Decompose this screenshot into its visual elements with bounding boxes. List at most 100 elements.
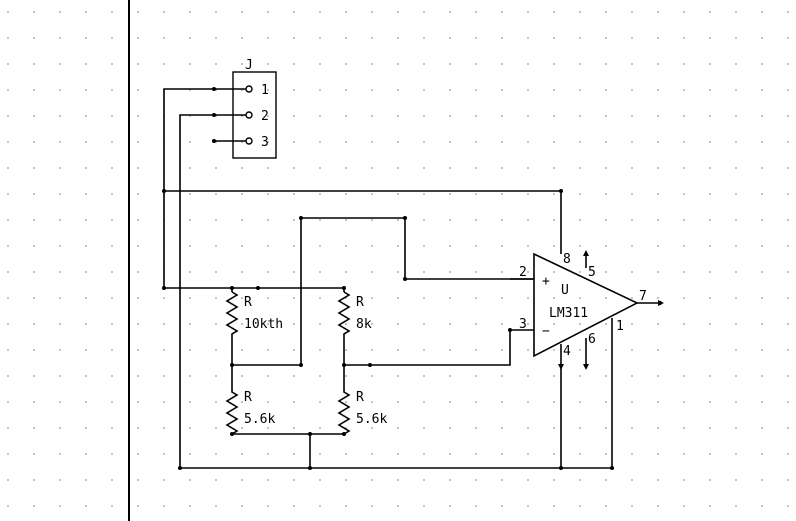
grid-dot: [709, 11, 711, 13]
grid-dot: [683, 167, 685, 169]
pin-6-arrow: [583, 364, 589, 370]
grid-dot: [345, 141, 347, 143]
grid-dot: [735, 115, 737, 117]
grid-dot: [319, 323, 321, 325]
grid-dot: [215, 63, 217, 65]
comparator-minus-sign: −: [542, 324, 550, 339]
grid-dot: [319, 375, 321, 377]
grid-dot: [371, 37, 373, 39]
grid-dot: [449, 115, 451, 117]
grid-dot: [293, 89, 295, 91]
grid-dot: [189, 37, 191, 39]
grid-dot: [137, 115, 139, 117]
grid-dot: [657, 141, 659, 143]
grid-dot: [137, 219, 139, 221]
grid-dot: [111, 297, 113, 299]
grid-dot: [709, 453, 711, 455]
wire-j1[interactable]: [163, 88, 246, 288]
grid-dot: [735, 375, 737, 377]
grid-dot: [111, 115, 113, 117]
grid-dot: [111, 193, 113, 195]
resistor-r1-value: 10kth: [244, 317, 283, 332]
wire-vcc[interactable]: [164, 190, 562, 254]
grid-dot: [761, 271, 763, 273]
grid-dot: [761, 479, 763, 481]
grid-dot: [761, 427, 763, 429]
grid-dot: [397, 63, 399, 65]
grid-dot: [241, 167, 243, 169]
grid-dot: [787, 375, 789, 377]
grid-dot: [241, 505, 243, 507]
comparator-part: LM311: [549, 306, 588, 321]
grid-dot: [761, 297, 763, 299]
grid-dot: [267, 505, 269, 507]
resistor-r2[interactable]: R 8k: [337, 288, 372, 340]
grid-dot: [787, 271, 789, 273]
grid-dot: [33, 89, 35, 91]
connector-pin-3[interactable]: [245, 137, 253, 145]
wire-plus-input[interactable]: [232, 217, 534, 366]
grid-dot: [345, 375, 347, 377]
grid-dot: [267, 219, 269, 221]
grid-dot: [163, 453, 165, 455]
grid-dot: [85, 141, 87, 143]
wire-j2[interactable]: [179, 114, 246, 468]
grid-dot: [579, 453, 581, 455]
grid-dot: [501, 193, 503, 195]
grid-dot: [709, 479, 711, 481]
grid-dot: [735, 63, 737, 65]
grid-dot: [345, 167, 347, 169]
grid-dot: [475, 401, 477, 403]
grid-dot: [267, 63, 269, 65]
grid-dot: [683, 427, 685, 429]
grid-dot: [189, 193, 191, 195]
grid-dot: [423, 297, 425, 299]
grid-dot: [605, 63, 607, 65]
grid-dot: [605, 297, 607, 299]
grid-dot: [449, 193, 451, 195]
grid-dot: [85, 89, 87, 91]
grid-dot: [449, 37, 451, 39]
grid-dot: [709, 63, 711, 65]
resistor-r4[interactable]: R 5.6k: [337, 388, 387, 435]
resistor-r1[interactable]: R 10kth: [225, 288, 283, 340]
connector-pin-2[interactable]: [245, 111, 253, 119]
grid-dot: [189, 505, 191, 507]
grid-dot: [657, 453, 659, 455]
grid-dot: [501, 297, 503, 299]
grid-dot: [293, 505, 295, 507]
grid-dot: [475, 375, 477, 377]
grid-dot: [111, 427, 113, 429]
connector-pin-1[interactable]: [245, 85, 253, 93]
grid-dot: [787, 11, 789, 13]
grid-dot: [267, 271, 269, 273]
grid-dot: [293, 375, 295, 377]
grid-dot: [605, 245, 607, 247]
grid-dot: [33, 37, 35, 39]
grid-dot: [657, 37, 659, 39]
grid-dot: [137, 349, 139, 351]
grid-dot: [85, 297, 87, 299]
connector-ref: J: [245, 58, 253, 73]
grid-dot: [189, 245, 191, 247]
connector-j[interactable]: J 1 2 3: [232, 58, 277, 159]
grid-dot: [371, 505, 373, 507]
grid-dot: [397, 323, 399, 325]
comparator-lm311[interactable]: + − U LM311 2 3 8 5 7 4 6 1: [510, 250, 664, 370]
grid-dot: [33, 323, 35, 325]
grid-dot: [683, 453, 685, 455]
grid-dot: [319, 479, 321, 481]
grid-dot: [527, 427, 529, 429]
wire-minus-input[interactable]: [344, 329, 534, 366]
grid-dot: [293, 479, 295, 481]
grid-dot: [371, 427, 373, 429]
grid-dot: [579, 11, 581, 13]
grid-dot: [501, 89, 503, 91]
grid-dot: [371, 63, 373, 65]
grid-dot: [345, 193, 347, 195]
grid-dot: [449, 89, 451, 91]
grid-dot: [631, 167, 633, 169]
resistor-r3[interactable]: R 5.6k: [225, 388, 275, 435]
grid-dot: [241, 401, 243, 403]
grid-dot: [501, 375, 503, 377]
